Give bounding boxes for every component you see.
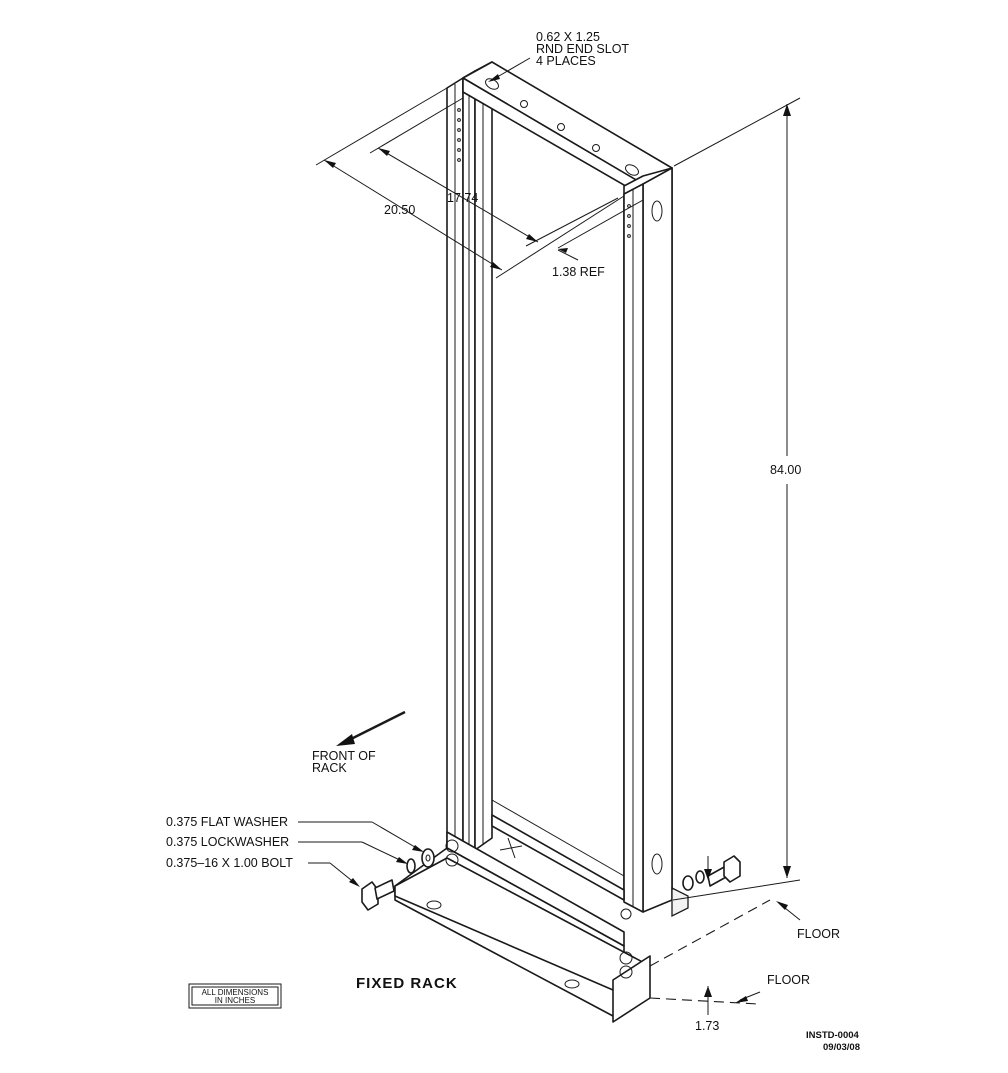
top-cross-member: [463, 62, 672, 196]
left-upright: [447, 62, 492, 868]
fixed-rack-title: FIXED RACK: [356, 975, 458, 992]
bolt-left-shank: [375, 880, 394, 899]
flat-washer-right: [683, 876, 693, 890]
base-dimension-label: 1.73: [695, 1019, 719, 1033]
lockwasher-left: [407, 859, 415, 873]
inner-dimension-label: 17.74: [447, 191, 478, 205]
depth-dimension-label: 20.50: [384, 203, 415, 217]
bolt-left-head: [362, 882, 378, 910]
flat-washer-label: 0.375 FLAT WASHER: [166, 815, 288, 829]
lockwasher-right: [696, 871, 704, 883]
bolt-right-head: [724, 856, 740, 882]
floor-label-lower: FLOOR: [767, 973, 810, 987]
front-of-rack-line2: RACK: [312, 761, 347, 775]
lockwasher-label: 0.375 LOCKWASHER: [166, 835, 289, 849]
slot-label-line3: 4 PLACES: [536, 54, 596, 68]
floor-label-upper: FLOOR: [797, 927, 840, 941]
dimensions-note-box: ALL DIMENSIONS IN INCHES: [189, 984, 281, 1008]
document-id: INSTD-0004: [806, 1030, 860, 1041]
flat-washer-left: [422, 849, 434, 867]
height-dimension-label: 84.00: [770, 463, 801, 477]
right-upright: [624, 168, 672, 912]
note-line2: IN INCHES: [215, 996, 255, 1005]
document-date: 09/03/08: [823, 1042, 860, 1053]
bolt-label: 0.375–16 X 1.00 BOLT: [166, 856, 293, 870]
ref-dimension-label: 1.38 REF: [552, 265, 605, 279]
right-hardware: [683, 856, 740, 890]
